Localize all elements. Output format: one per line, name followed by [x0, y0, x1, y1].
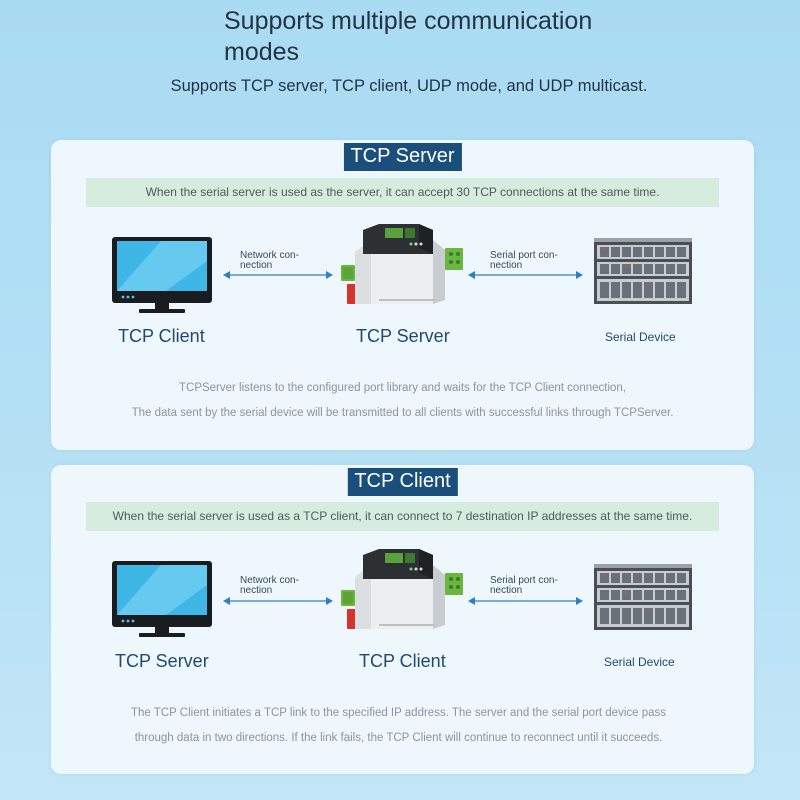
- serial-server-device-icon: [341, 549, 463, 629]
- mode-banner: When the serial server is used as the se…: [86, 178, 719, 207]
- mode-banner: When the serial server is used as a TCP …: [86, 502, 719, 531]
- right-device-label: Serial Device: [604, 655, 675, 669]
- network-connection-label: Network con- nection: [240, 575, 299, 596]
- double-arrow-icon: [223, 597, 333, 605]
- mode-title: TCP Client: [347, 468, 458, 496]
- left-device-label: TCP Server: [115, 651, 209, 671]
- mode-description-line-1: The TCP Client initiates a TCP link to t…: [130, 707, 667, 719]
- network-connection-label: Network con- nection: [240, 250, 299, 271]
- double-arrow-icon: [468, 271, 583, 279]
- center-device-label: TCP Client: [359, 651, 446, 671]
- mode-description-line-2: through data in two directions. If the l…: [134, 732, 663, 744]
- double-arrow-icon: [468, 597, 583, 605]
- mode-title: TCP Server: [343, 143, 462, 171]
- server-rack-icon: [594, 238, 692, 304]
- mode-description-line-2: The data sent by the serial device will …: [131, 407, 674, 419]
- center-device-label: TCP Server: [356, 326, 450, 346]
- page-subtitle: Supports TCP server, TCP client, UDP mod…: [170, 77, 648, 95]
- left-device-label: TCP Client: [118, 326, 205, 346]
- page-title: Supports multiple communication modes: [224, 7, 593, 66]
- serial-port-connection-label: Serial port con- nection: [490, 575, 558, 596]
- right-device-label: Serial Device: [605, 330, 676, 344]
- mode-description-line-1: TCPServer listens to the configured port…: [178, 382, 626, 394]
- serial-server-device-icon: [341, 224, 463, 304]
- tcp-client-mode-card: TCP Client When the serial server is use…: [51, 465, 754, 774]
- double-arrow-icon: [223, 271, 333, 279]
- server-rack-icon: [594, 564, 692, 630]
- monitor-icon: [112, 237, 212, 313]
- serial-port-connection-label: Serial port con- nection: [490, 250, 558, 271]
- monitor-icon: [112, 561, 212, 637]
- tcp-server-mode-card: TCP Server When the serial server is use…: [51, 140, 754, 450]
